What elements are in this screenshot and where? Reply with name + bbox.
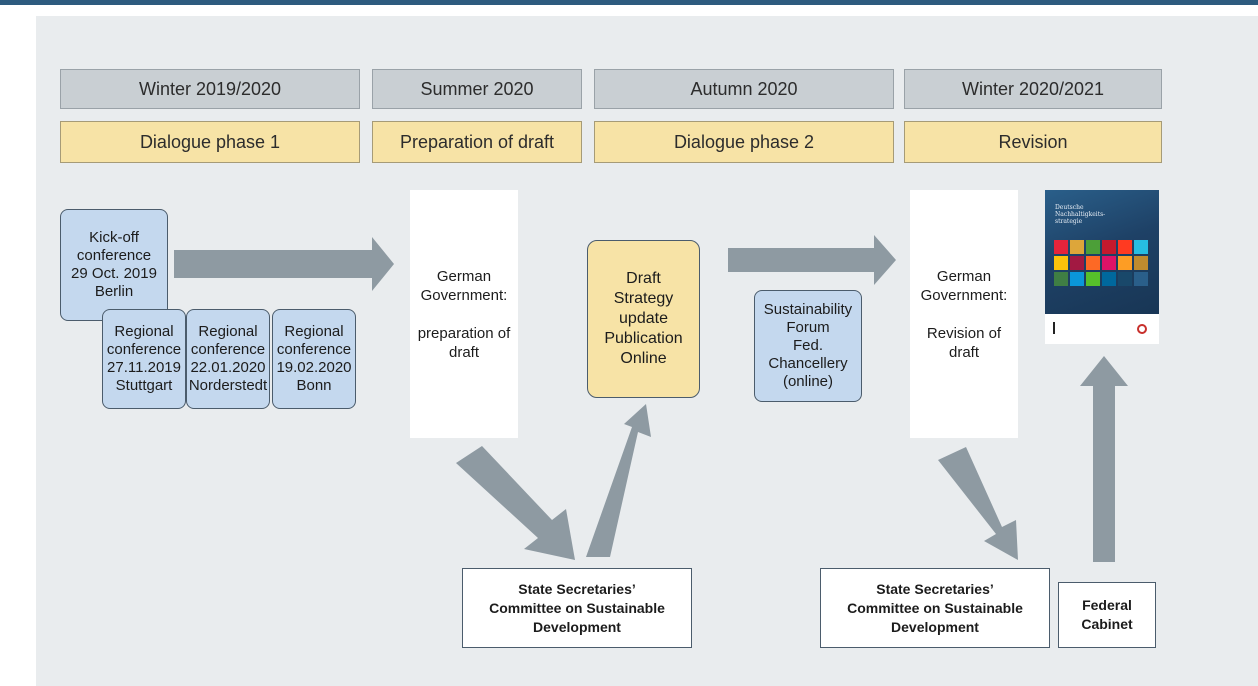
sdg-tile bbox=[1070, 272, 1084, 286]
sdg-tile bbox=[1134, 240, 1148, 254]
regional-conference-bonn: Regional conference 19.02.2020 Bonn bbox=[272, 309, 356, 409]
phase-preparation-of-draft: Preparation of draft bbox=[372, 121, 582, 163]
federal-cabinet: Federal Cabinet bbox=[1058, 582, 1156, 648]
sdg-tile bbox=[1086, 240, 1100, 254]
german-government-revision: German Government: Revision of draft bbox=[910, 190, 1018, 438]
phase-revision: Revision bbox=[904, 121, 1162, 163]
sdg-tile bbox=[1086, 272, 1100, 286]
state-secretaries-committee-1: State Secretaries’ Committee on Sustaina… bbox=[462, 568, 692, 648]
arrow-revision-to-committee bbox=[938, 447, 1018, 560]
arrow-committee-to-draft bbox=[586, 404, 651, 557]
top-rule bbox=[0, 0, 1258, 5]
sdg-tile bbox=[1134, 272, 1148, 286]
season-winter-2019-2020: Winter 2019/2020 bbox=[60, 69, 360, 109]
sdg-tile bbox=[1054, 256, 1068, 270]
sdg-tile bbox=[1070, 256, 1084, 270]
sdg-tile bbox=[1134, 256, 1148, 270]
sdg-tile bbox=[1118, 272, 1132, 286]
sdg-tile bbox=[1070, 240, 1084, 254]
sdg-tile bbox=[1118, 256, 1132, 270]
regional-conference-norderstedt: Regional conference 22.01.2020 Norderste… bbox=[186, 309, 270, 409]
sustainability-forum: Sustainability Forum Fed. Chancellery (o… bbox=[754, 290, 862, 402]
sdg-tile bbox=[1054, 240, 1068, 254]
arrow-prep-to-committee bbox=[456, 446, 575, 560]
season-summer-2020: Summer 2020 bbox=[372, 69, 582, 109]
arrow-conference-to-prep bbox=[174, 237, 394, 291]
arrow-forum-to-revision bbox=[728, 235, 896, 285]
kickoff-conference: Kick-off conference 29 Oct. 2019 Berlin bbox=[60, 209, 168, 321]
sdg-tile-grid bbox=[1054, 240, 1150, 286]
arrow-cabinet-to-cover bbox=[1080, 356, 1128, 562]
german-government-preparation: German Government: preparation of draft bbox=[410, 190, 518, 438]
season-winter-2020-2021: Winter 2020/2021 bbox=[904, 69, 1162, 109]
sdg-tile bbox=[1118, 240, 1132, 254]
season-autumn-2020: Autumn 2020 bbox=[594, 69, 894, 109]
sdg-tile bbox=[1102, 240, 1116, 254]
sdg-tile bbox=[1086, 256, 1100, 270]
draft-strategy-publication: Draft Strategy update Publication Online bbox=[587, 240, 700, 398]
sdg-tile bbox=[1102, 256, 1116, 270]
regional-conference-stuttgart: Regional conference 27.11.2019 Stuttgart bbox=[102, 309, 186, 409]
sustainability-logo-icon bbox=[1137, 324, 1147, 334]
sdg-tile bbox=[1102, 272, 1116, 286]
cover-title: Deutsche Nachhaltigkeits- strategie bbox=[1055, 204, 1106, 225]
sdg-tile bbox=[1054, 272, 1068, 286]
government-logo-icon bbox=[1053, 322, 1067, 334]
strategy-publication-cover: Deutsche Nachhaltigkeits- strategie bbox=[1045, 190, 1159, 344]
phase-dialogue-1: Dialogue phase 1 bbox=[60, 121, 360, 163]
state-secretaries-committee-2: State Secretaries’ Committee on Sustaina… bbox=[820, 568, 1050, 648]
phase-dialogue-2: Dialogue phase 2 bbox=[594, 121, 894, 163]
